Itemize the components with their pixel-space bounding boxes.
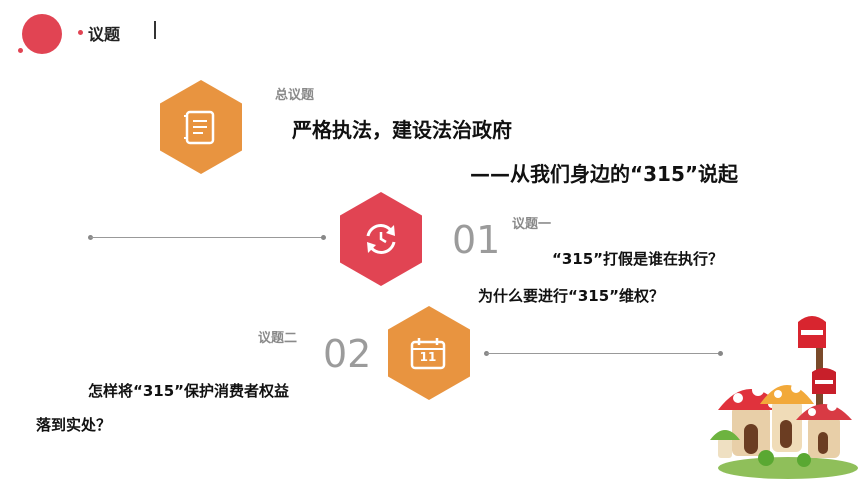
topic2-hexagon: 11 [388, 306, 470, 400]
overall-hexagon [160, 80, 242, 174]
topic2-question-line2: 落到实处？ [36, 416, 112, 434]
topic1-line-dot-right [321, 235, 326, 240]
notebook-icon [184, 110, 215, 145]
topic2-line-dot-right [718, 351, 723, 356]
header-bullet-dot [78, 30, 83, 35]
page-title: 议题 [88, 25, 121, 44]
topic2-connector-line [486, 353, 721, 354]
overall-label: 总议题 [275, 88, 315, 103]
header-small-dot [18, 48, 23, 53]
topic1-hexagon [340, 192, 422, 286]
header-red-circle [22, 14, 62, 54]
header-separator [154, 21, 156, 39]
topic2-number: 02 [323, 332, 372, 376]
topic1-label: 议题一 [512, 217, 552, 232]
calendar-day-text: 11 [419, 350, 437, 364]
topic1-question-line2: 为什么要进行“315”维权？ [478, 287, 665, 305]
topic2-label: 议题二 [258, 331, 298, 346]
topic1-number: 01 [452, 218, 501, 262]
refresh-cycle-icon [366, 224, 396, 254]
calendar-icon [410, 338, 446, 370]
overall-subtitle: ——从我们身边的“315”说起 [470, 162, 739, 186]
overall-title: 严格执法，建设法治政府 [292, 118, 512, 142]
topic1-connector-line [90, 237, 325, 238]
mailbox-mushroom-house-illustration [710, 316, 858, 479]
topic1-question-line1: “315”打假是谁在执行？ [552, 250, 724, 268]
topic2-question-line1: 怎样将“315”保护消费者权益 [88, 382, 290, 400]
